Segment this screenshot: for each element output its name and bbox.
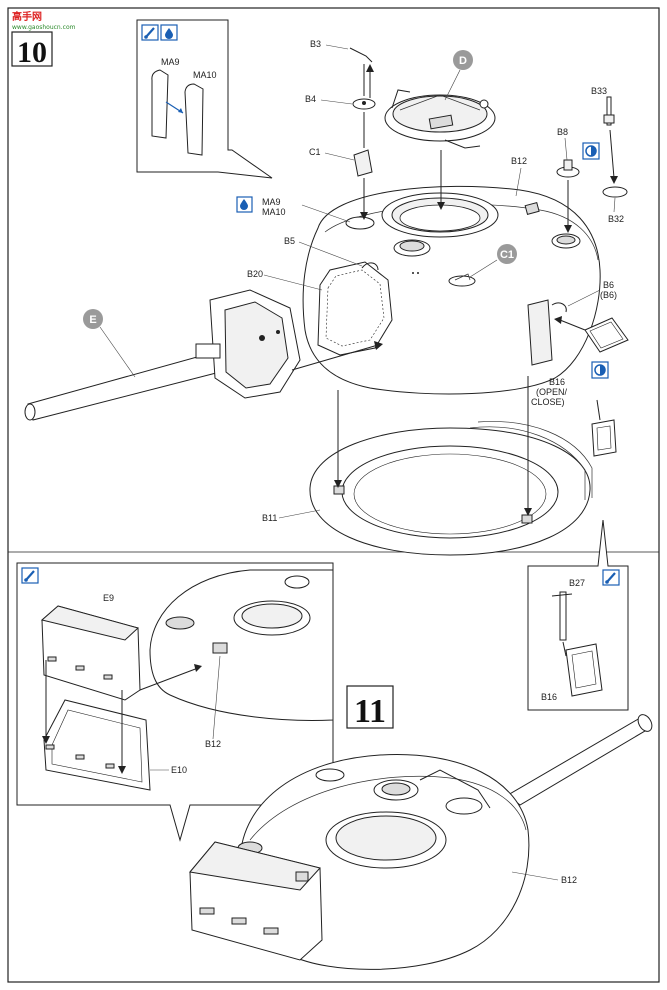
ref-circle-e xyxy=(83,309,103,329)
label-b3: B3 xyxy=(310,39,321,49)
step-11-box: 11 xyxy=(346,685,394,730)
part-b16-closed xyxy=(591,399,617,457)
turret-ring-b11 xyxy=(309,421,593,556)
label-e10: E10 xyxy=(171,765,187,775)
decal-target xyxy=(345,216,375,230)
subdiagram-b27-b16 xyxy=(527,519,629,711)
cement-brush-icon xyxy=(602,569,620,586)
step11-detail-box xyxy=(16,562,334,842)
watermark-site: www.gaoshoucn.com xyxy=(12,24,76,31)
glue-note: MA9 MA10 xyxy=(236,196,351,223)
cement-drop-icon xyxy=(160,24,178,41)
gun-assembly-e xyxy=(24,289,301,421)
watermark: 高手网 www.gaoshoucn.com xyxy=(12,10,76,31)
label-b6-paren: (B6) xyxy=(600,290,617,300)
label-b12: B12 xyxy=(511,156,527,166)
parts-b33-b8-b32 xyxy=(556,96,628,233)
label-b4: B4 xyxy=(305,94,316,104)
label-b20: B20 xyxy=(247,269,263,279)
ref-d: D xyxy=(459,55,467,67)
callout-label-ma10: MA10 xyxy=(193,70,217,80)
periscope-c1 xyxy=(448,275,476,287)
glue-label-ma10: MA10 xyxy=(262,207,286,217)
detail-square-plate xyxy=(212,642,228,654)
decal-ma9 xyxy=(151,69,169,139)
label-b16-3: CLOSE) xyxy=(531,397,565,407)
label-b27: B27 xyxy=(569,578,585,588)
step11-turret xyxy=(189,714,653,970)
option-choice-icon xyxy=(582,142,600,160)
part-c1 xyxy=(353,149,373,177)
label-b16-2: (OPEN/ xyxy=(536,387,568,397)
square-plate xyxy=(524,201,540,215)
parts-b3-b4-c1 xyxy=(349,47,376,220)
part-b32 xyxy=(602,186,628,198)
hook-b5 xyxy=(361,262,379,271)
gun-barrel xyxy=(27,351,221,421)
label-b11: B11 xyxy=(262,513,277,523)
label-b32: B32 xyxy=(608,214,624,224)
cement-brush-icon xyxy=(141,24,159,41)
watermark-brand: 高手网 xyxy=(12,10,42,23)
ref-e: E xyxy=(89,314,96,326)
label-c1: C1 xyxy=(309,147,321,157)
part-b16-open xyxy=(554,316,629,353)
label-b5: B5 xyxy=(284,236,295,246)
decal-ma10 xyxy=(184,83,204,156)
step10-callout: MA9 MA10 xyxy=(136,19,273,179)
label-b12-main: B12 xyxy=(561,875,577,885)
step-10-box: 10 xyxy=(11,31,53,69)
step-11-number: 11 xyxy=(354,693,386,730)
cement-drop-icon xyxy=(236,196,253,213)
part-b3 xyxy=(349,47,373,63)
label-e9: E9 xyxy=(103,593,114,603)
label-b8: B8 xyxy=(557,127,568,137)
step-10-number: 10 xyxy=(17,36,47,69)
step11-gun-barrel xyxy=(507,717,651,806)
ref-c1: C1 xyxy=(500,249,514,261)
cement-brush-icon xyxy=(21,567,39,584)
label-b16-sub: B16 xyxy=(541,692,557,702)
step10-turret xyxy=(302,185,601,395)
hatch-assembly-d xyxy=(384,89,496,149)
glue-label-ma9: MA9 xyxy=(262,197,281,207)
page-frame xyxy=(7,7,660,983)
label-b6: B6 xyxy=(603,280,614,290)
label-b33: B33 xyxy=(591,86,607,96)
ref-circle-c1 xyxy=(497,244,517,264)
part-b27 xyxy=(559,591,567,641)
stowage-b6 xyxy=(527,299,553,366)
option-choice-icon xyxy=(591,361,609,379)
label-b12-detail: B12 xyxy=(205,739,221,749)
ref-circle-d xyxy=(453,50,473,70)
callout-label-ma9: MA9 xyxy=(161,57,180,67)
label-b16-1: B16 xyxy=(549,377,565,387)
